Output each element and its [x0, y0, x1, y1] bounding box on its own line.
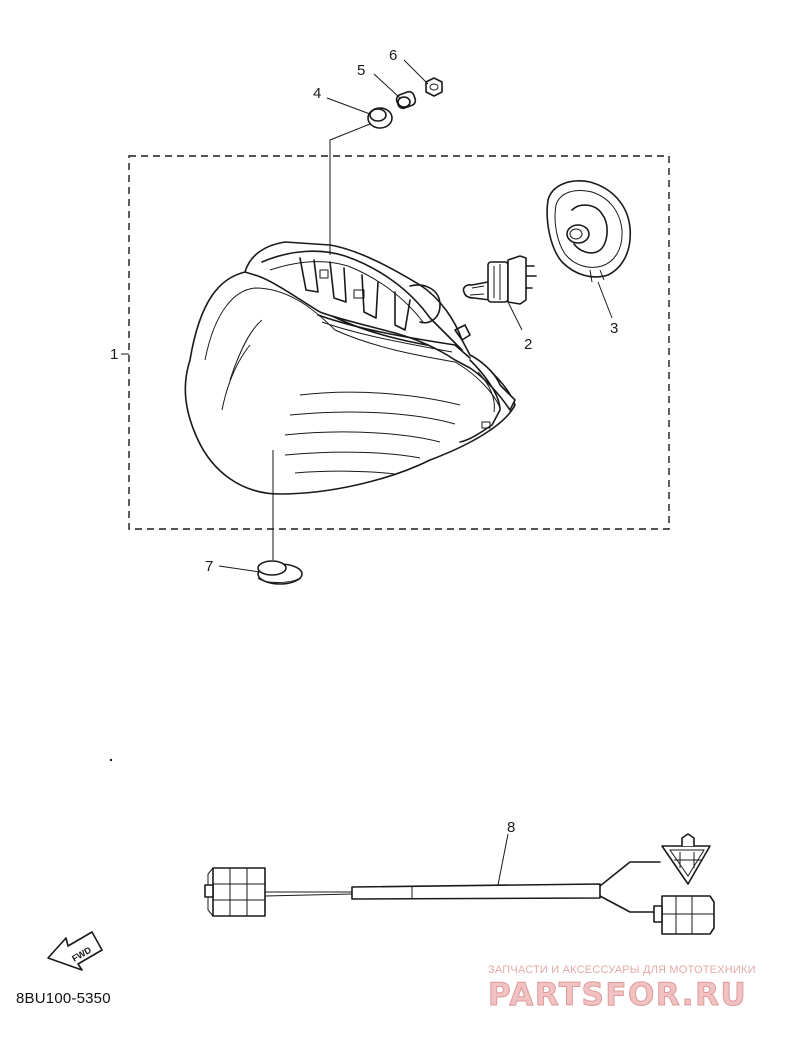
- watermark-brand-logo: PARTSFOR.RU: [487, 977, 748, 1014]
- watermark-tagline: ЗАПЧАСТИ И АКСЕССУАРЫ ДЛЯ МОТОТЕХНИКИ: [488, 964, 756, 976]
- callout-5: 5: [357, 62, 365, 79]
- bulb-dust-cover: [546, 180, 632, 283]
- headlight-assembly-boundary: [128, 155, 670, 530]
- grommet-part-7: [257, 560, 303, 585]
- stray-dot: [109, 758, 113, 762]
- callout-1: 1: [110, 346, 118, 363]
- callout-2: 2: [524, 336, 532, 353]
- headlight-bulb: [462, 255, 537, 305]
- wire-harness-part-8: [204, 833, 715, 935]
- part-code-label: 8BU100-5350: [16, 990, 111, 1007]
- callout-7: 7: [205, 558, 213, 575]
- callout-4: 4: [313, 85, 321, 102]
- grommet-part-4: [367, 107, 393, 129]
- collar-part-5: [395, 90, 417, 110]
- callout-3: 3: [610, 320, 618, 337]
- leader-lines: [121, 59, 613, 886]
- callout-8: 8: [507, 819, 515, 836]
- nut-part-6: [425, 77, 443, 97]
- fwd-arrow-icon: FWD: [47, 931, 103, 971]
- headlight-unit: [184, 241, 516, 495]
- callout-6: 6: [389, 47, 397, 64]
